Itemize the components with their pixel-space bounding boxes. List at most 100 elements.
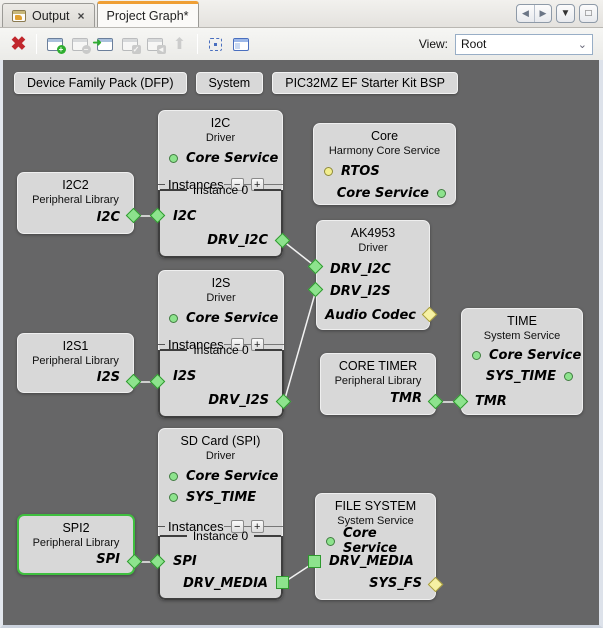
port-label-drv-media-in: DRV_MEDIA [329, 554, 414, 569]
instances-label: Instances [168, 337, 224, 352]
tab-output[interactable]: Output × [2, 3, 95, 27]
node-subtitle: Peripheral Library [32, 537, 120, 549]
move-up-button[interactable]: ⬆ [167, 32, 192, 56]
dependency-satisfied-icon [169, 471, 178, 481]
bsp-button[interactable]: PIC32MZ EF Starter Kit BSP [272, 72, 458, 94]
port-label-tmr-in: TMR [475, 393, 507, 409]
port-label-drv-i2c-in: DRV_I2C [330, 261, 391, 277]
port-label-drv-i2s: DRV_I2S [208, 392, 269, 408]
pack-button-row: Device Family Pack (DFP) System PIC32MZ … [14, 72, 458, 94]
fit-view-icon [209, 37, 222, 51]
node-title: CORE TIMER [338, 359, 418, 373]
close-tab-icon[interactable]: × [77, 8, 85, 23]
remove-instance-button[interactable]: − [230, 178, 244, 191]
dependency-label: Core Service [186, 150, 279, 166]
provider-icon [564, 371, 573, 381]
node-i2s1[interactable]: I2S1 Peripheral Library I2S [17, 333, 134, 393]
fit-view-button[interactable] [203, 32, 228, 56]
node-title: FILE SYSTEM [334, 499, 417, 513]
port-label-rtos: RTOS [341, 163, 380, 179]
device-family-pack-button[interactable]: Device Family Pack (DFP) [14, 72, 187, 94]
port-label-spi: SPI [96, 552, 120, 567]
add-instance-button[interactable]: + [250, 520, 264, 533]
node-subtitle: Driver [205, 132, 236, 144]
node-title: TIME [507, 314, 537, 328]
scroll-tabs-right-icon[interactable]: ▶ [534, 5, 551, 22]
node-title: AK4953 [350, 226, 396, 240]
view-label: View: [418, 37, 448, 51]
node-subtitle: Peripheral Library [32, 194, 119, 206]
back-component-button[interactable]: ◄ [142, 32, 167, 56]
node-title: I2S1 [62, 339, 89, 353]
connector-filesystem-media-in[interactable] [308, 555, 321, 568]
rtos-status-icon [324, 166, 333, 176]
node-core[interactable]: Core Harmony Core Service RTOS Core Serv… [313, 123, 456, 205]
toolbar-separator [197, 34, 198, 54]
node-file-system[interactable]: FILE SYSTEM System Service Core Service … [315, 493, 436, 600]
dependency-satisfied-icon [472, 350, 481, 360]
instance-0-label: Instance 0 [192, 183, 249, 197]
node-title: I2S [211, 276, 231, 290]
remove-instance-button[interactable]: − [230, 338, 244, 351]
tab-bar: Output × Project Graph* ◀ ▶ ▼ □ [0, 0, 603, 28]
import-component-button[interactable]: ➜ [92, 32, 117, 56]
node-title: Core [370, 129, 399, 143]
connector-drv-media-out[interactable] [276, 576, 289, 589]
tab-scroll-buttons: ◀ ▶ [516, 4, 552, 23]
port-label-sys-fs: SYS_FS [369, 576, 422, 591]
node-ak4953[interactable]: AK4953 Driver DRV_I2C DRV_I2S Audio Code… [316, 220, 430, 330]
node-core-timer[interactable]: CORE TIMER Peripheral Library TMR [320, 353, 436, 415]
maximize-window-icon[interactable]: □ [579, 4, 598, 23]
node-i2s-driver[interactable]: I2S Driver Core Service Instances − + In… [158, 270, 284, 418]
apply-component-button[interactable]: ✓ [117, 32, 142, 56]
port-label-core-service: Core Service [336, 185, 429, 201]
port-label-drv-media: DRV_MEDIA [183, 575, 268, 591]
port-label-spi-in: SPI [173, 554, 197, 569]
up-arrow-icon: ⬆ [172, 36, 187, 53]
port-label-audio-codec: Audio Codec [325, 308, 416, 323]
dependency-label: Core Service [343, 526, 398, 556]
node-time[interactable]: TIME System Service Core Service SYS_TIM… [461, 308, 583, 415]
node-subtitle: Peripheral Library [32, 355, 119, 367]
tab-project-graph[interactable]: Project Graph* [96, 1, 199, 27]
window-back-icon: ◄ [146, 37, 166, 54]
window-controls: ◀ ▶ ▼ □ [516, 4, 598, 23]
dependency-satisfied-icon [169, 153, 178, 163]
node-i2c-driver[interactable]: I2C Driver Core Service Instances − + In… [158, 110, 283, 258]
system-button[interactable]: System [195, 72, 264, 94]
instance-0-box: Instance 0 I2C DRV_I2C [158, 183, 283, 258]
instance-0-box: Instance 0 I2S DRV_I2S [158, 343, 284, 418]
tab-project-graph-label: Project Graph* [106, 8, 189, 23]
instances-label: Instances [168, 519, 224, 534]
dependency-satisfied-icon [169, 313, 178, 323]
add-component-button[interactable]: + [42, 32, 67, 56]
node-subtitle: Peripheral Library [334, 375, 422, 387]
tab-list-dropdown-icon[interactable]: ▼ [556, 4, 575, 23]
remove-instance-button[interactable]: − [230, 520, 244, 533]
node-sdcard-driver[interactable]: SD Card (SPI) Driver Core Service SYS_TI… [158, 428, 283, 600]
instances-label: Instances [168, 177, 224, 192]
node-title: I2C [210, 116, 231, 130]
node-i2c2[interactable]: I2C2 Peripheral Library I2C [17, 172, 134, 234]
instance-0-box: Instance 0 SPI DRV_MEDIA [158, 529, 283, 600]
delete-icon: ✖ [10, 33, 27, 55]
port-label-i2c-in: I2C [173, 208, 197, 224]
graph-canvas[interactable]: Device Family Pack (DFP) System PIC32MZ … [0, 60, 603, 628]
provider-icon [437, 188, 446, 198]
port-label-tmr: TMR [390, 390, 422, 406]
overview-icon [232, 37, 249, 51]
port-label-i2s: I2S [96, 370, 120, 385]
dependency-label: SYS_TIME [186, 489, 257, 505]
delete-button[interactable]: ✖ [6, 32, 31, 56]
node-subtitle: System Service [483, 330, 561, 342]
scroll-tabs-left-icon[interactable]: ◀ [522, 8, 529, 18]
window-plus-icon: + [46, 37, 66, 54]
remove-component-button[interactable]: − [67, 32, 92, 56]
view-select-value: Root [461, 37, 487, 51]
overview-button[interactable] [228, 32, 253, 56]
view-selector-zone: View: Root ⌄ [418, 33, 597, 55]
window-import-icon: ➜ [93, 37, 113, 51]
node-spi2[interactable]: SPI2 Peripheral Library SPI [17, 514, 135, 575]
view-select[interactable]: Root ⌄ [455, 33, 593, 55]
